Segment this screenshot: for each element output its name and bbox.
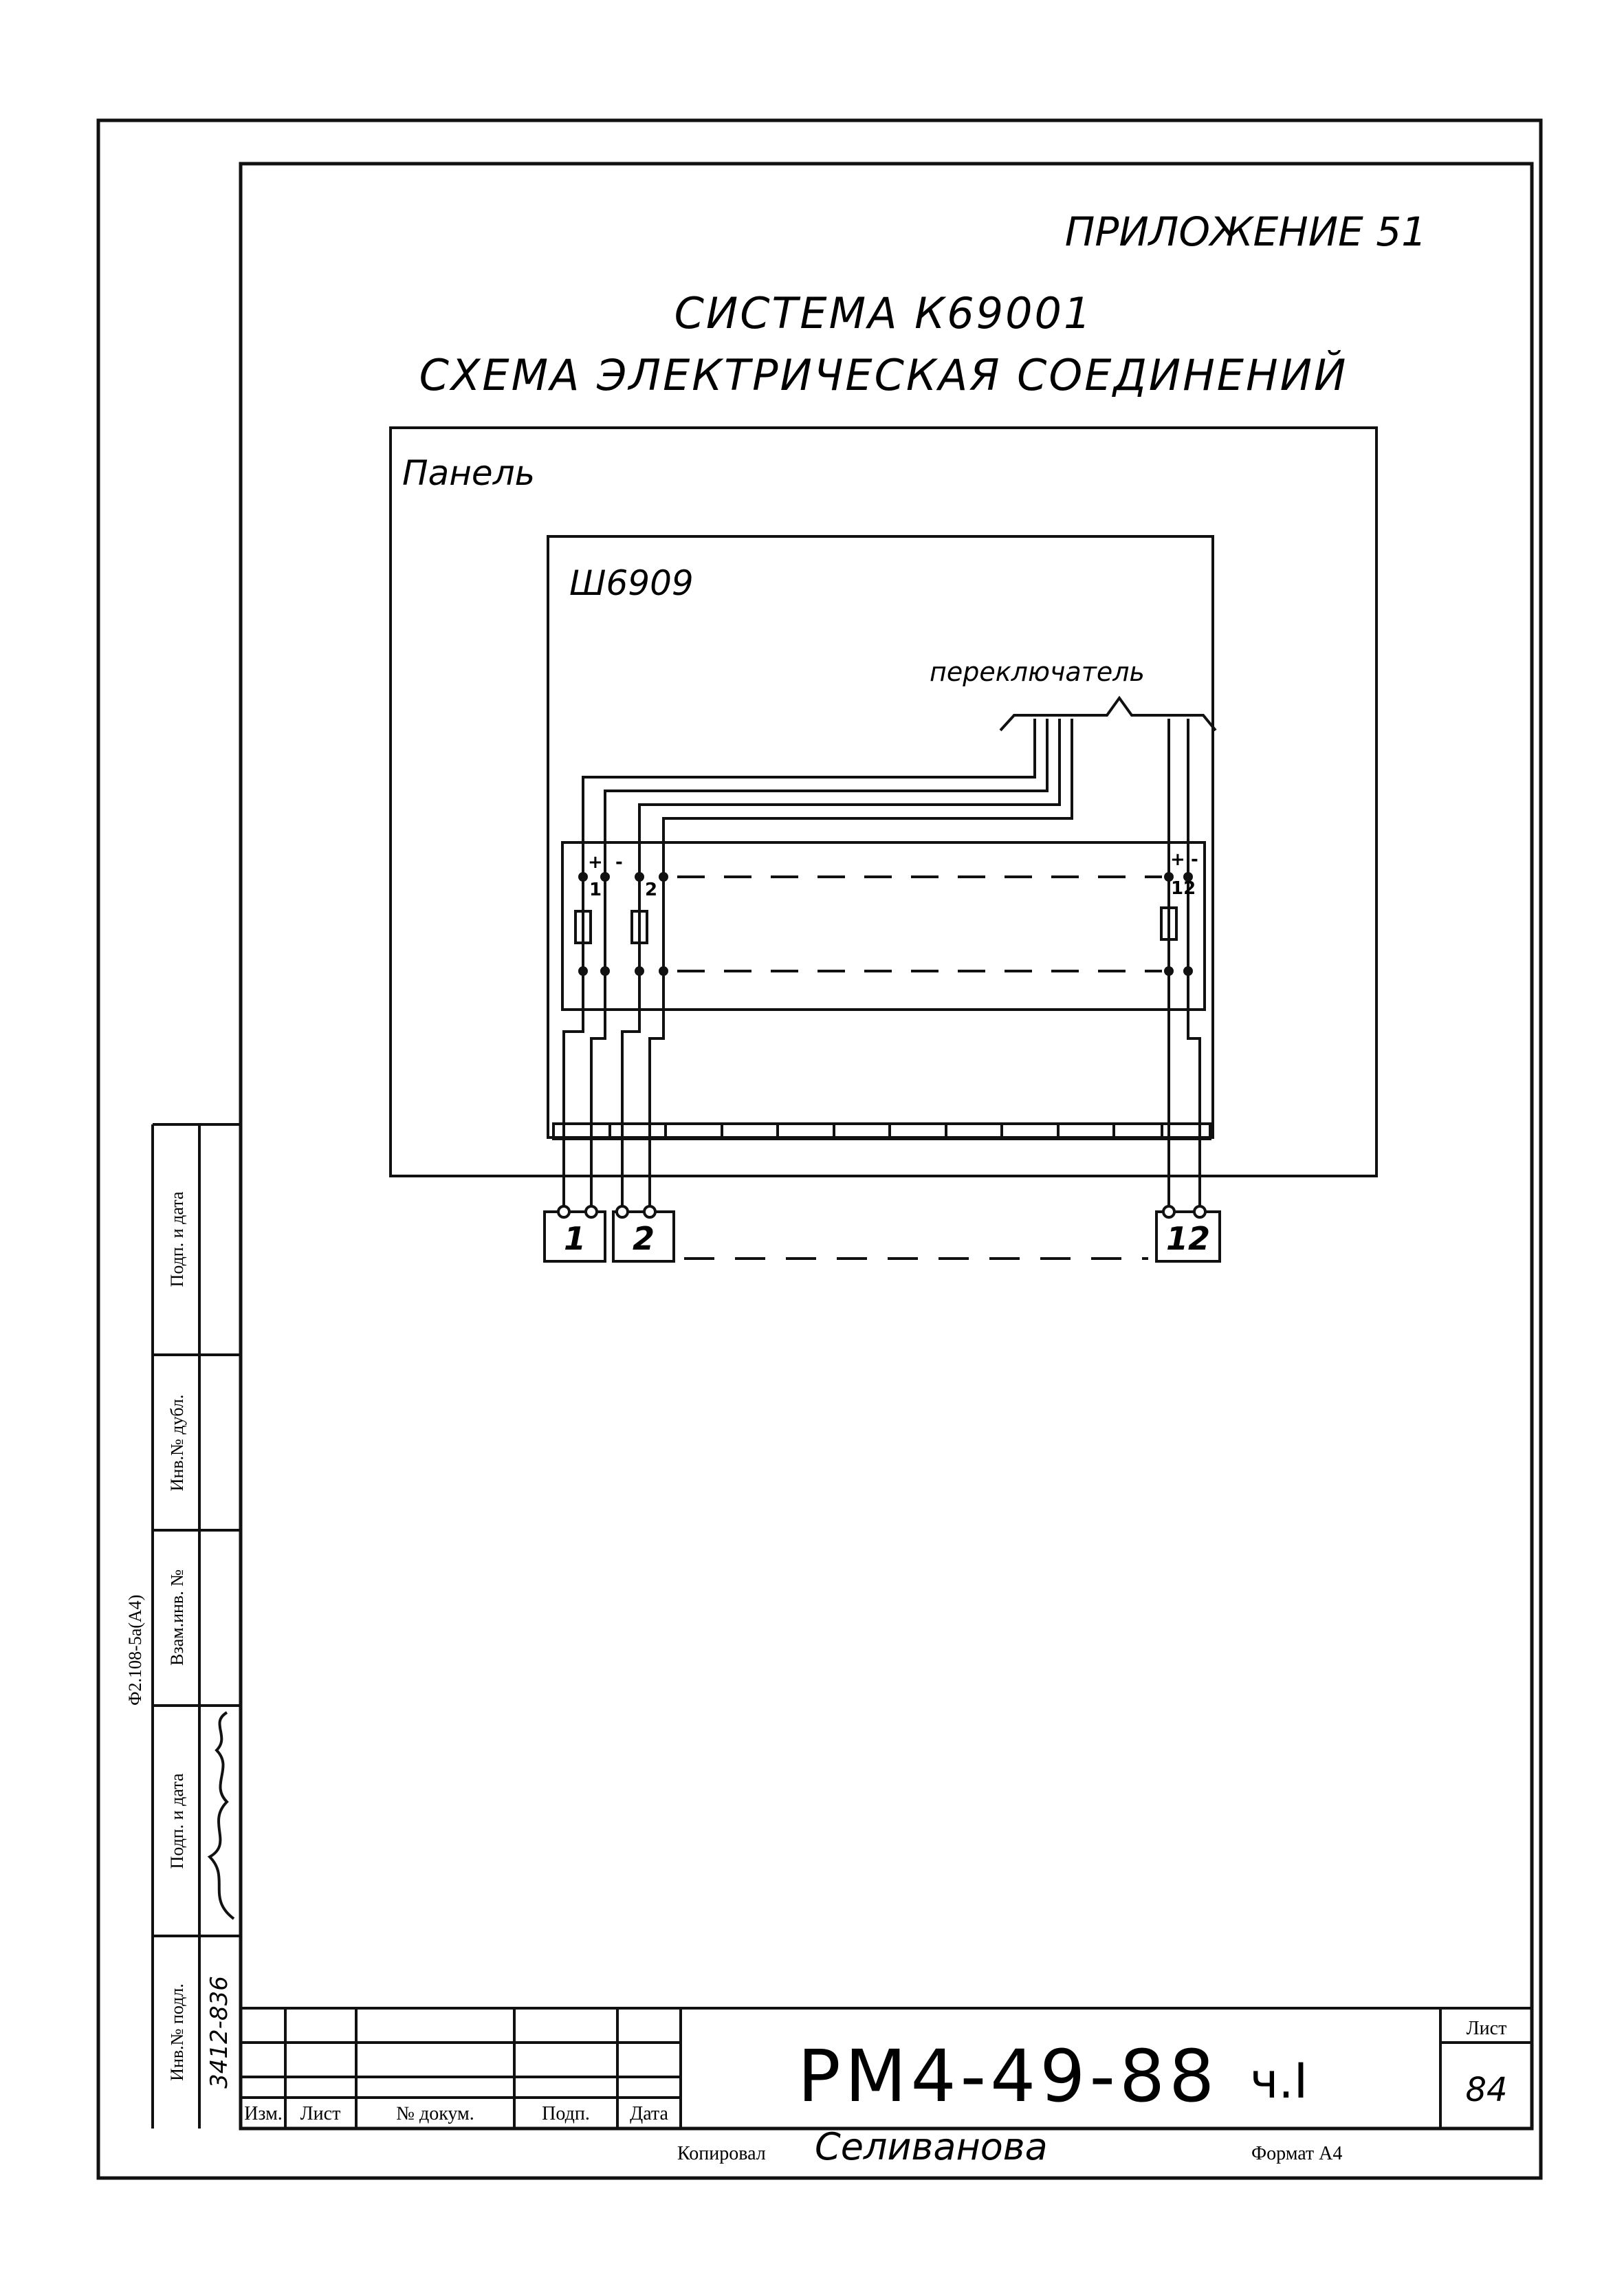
format-label: Формат А4 [1251,2143,1342,2164]
terminal-strip [552,1122,1211,1140]
sheet-label: Лист [1467,2018,1507,2039]
cabinet-label: Ш6909 [569,563,694,603]
enclosures [389,426,1378,1177]
terminal-1-box [543,1210,606,1263]
output-wiring [562,973,1201,1214]
drawing-frame [239,162,1534,2131]
terminal-12-label: 12 [1166,1220,1210,1257]
wire [648,973,665,1214]
side-field-sign-date-2: Подп. и дата [167,1191,187,1287]
pin-dot [635,872,644,882]
cabinet-box [547,535,1214,1139]
copied-by-label: Копировал [677,2143,766,2164]
pin-dot [659,966,668,976]
form-ref: Ф2.108-5а(А4) [125,1595,145,1706]
tb-col-izm: Изм. [244,2103,283,2124]
panel-box [389,426,1378,1177]
module-1-plus: + [588,852,603,873]
title-block-lines [241,2007,1532,2129]
module-12-pins [1164,872,1193,976]
terminal-12-box [1155,1210,1221,1263]
rack-dashes [677,875,1162,972]
wire [1187,973,1201,1214]
title-line-2: СХЕМА ЭЛЕКТРИЧЕСКАЯ СОЕДИНЕНИЙ [419,349,1348,400]
terminals [543,1205,1221,1263]
handwritten-signature [207,1711,235,1920]
side-field-replace: Взам.инв. № [167,1569,187,1666]
module-1-minus: - [615,852,623,873]
resistor [1160,906,1178,941]
module-1-number: 1 [589,880,602,900]
tb-col-list: Лист [300,2103,341,2124]
terminal-contact [1162,1205,1176,1219]
switch-wiring [582,719,1189,877]
wire [638,719,1061,877]
pin-dot [635,966,644,976]
module-2 [630,877,665,973]
tb-col-sign: Подп. [542,2103,590,2124]
pin-dot [1183,966,1193,976]
wire [582,719,1036,877]
terminal-2-box [612,1210,675,1263]
pin-dot [578,872,588,882]
pin-dot [1164,872,1174,882]
switch-label: переключатель [930,657,1145,687]
wire [590,973,606,1214]
document-code: РМ4-49-88 [798,2034,1218,2118]
side-field-inv-dup: Инв.№ дубл. [167,1395,187,1492]
resistor [630,910,648,944]
sheet-borders [96,118,1543,2180]
pin-dot [578,966,588,976]
resistor [574,910,592,944]
module-12-minus: - [1191,849,1198,870]
sheet-number: 84 [1465,2071,1507,2109]
terminal-contact [1193,1205,1207,1219]
module-1 [574,877,606,973]
panel-label: Панель [402,453,535,493]
pin-dot [600,872,610,882]
pin-dot [600,966,610,976]
terminal-contact [615,1205,629,1219]
terminal-contact [557,1205,571,1219]
outer-border [96,118,1543,2180]
document-part: ч.I [1250,2053,1308,2109]
wire [604,719,1049,877]
terminal-2-label: 2 [633,1220,655,1257]
pin-dot [659,872,668,882]
terminal-1-label: 1 [564,1220,586,1257]
module-1-pins [578,872,610,976]
terminal-contact [643,1205,657,1219]
strip-body [552,1122,1211,1140]
terminal-contact [584,1205,598,1219]
side-field-inv-orig: Инв.№ подл. [167,1983,187,2081]
module-rack [561,841,1206,1011]
title-line-1: СИСТЕМА К69001 [674,288,1093,338]
pin-dot [1164,966,1174,976]
module-2-pins [635,872,668,976]
copied-by-name: Селиванова [815,2125,1048,2168]
tb-col-doc: № докум. [396,2103,474,2124]
pin-dot [1183,872,1193,882]
switch-brace [999,695,1217,732]
module-2-number: 2 [645,880,657,900]
side-field-sign-date-1: Подп. и дата [167,1773,187,1869]
tb-col-date: Дата [630,2103,668,2124]
module-12-plus: + [1170,849,1185,870]
wire [662,719,1073,877]
side-strip-lines [151,1123,241,2129]
module-12 [1160,877,1189,973]
side-inv-number: 3412-836 [206,1976,233,2089]
module-12-number: 12 [1171,878,1196,899]
appendix-label: ПРИЛОЖЕНИЕ 51 [1065,208,1427,255]
